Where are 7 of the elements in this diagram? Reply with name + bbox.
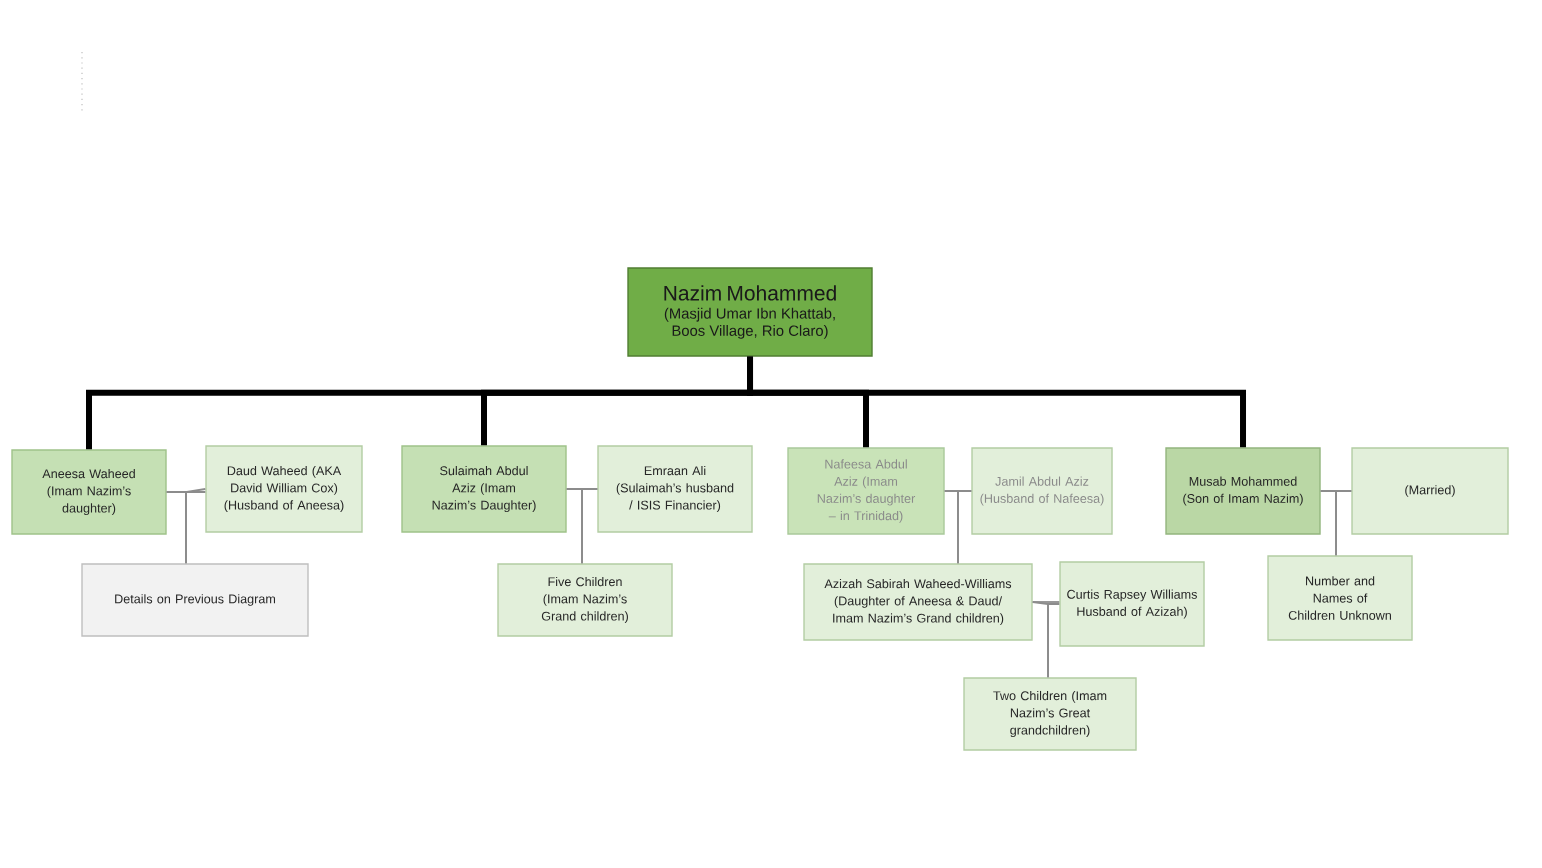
connector-line bbox=[957, 490, 973, 565]
connector-line bbox=[1335, 490, 1353, 557]
branch-line bbox=[747, 356, 1246, 448]
connector-line bbox=[1031, 601, 1061, 603]
connector-line bbox=[185, 488, 207, 565]
connector-line bbox=[581, 488, 599, 565]
connector-line bbox=[1047, 603, 1061, 679]
